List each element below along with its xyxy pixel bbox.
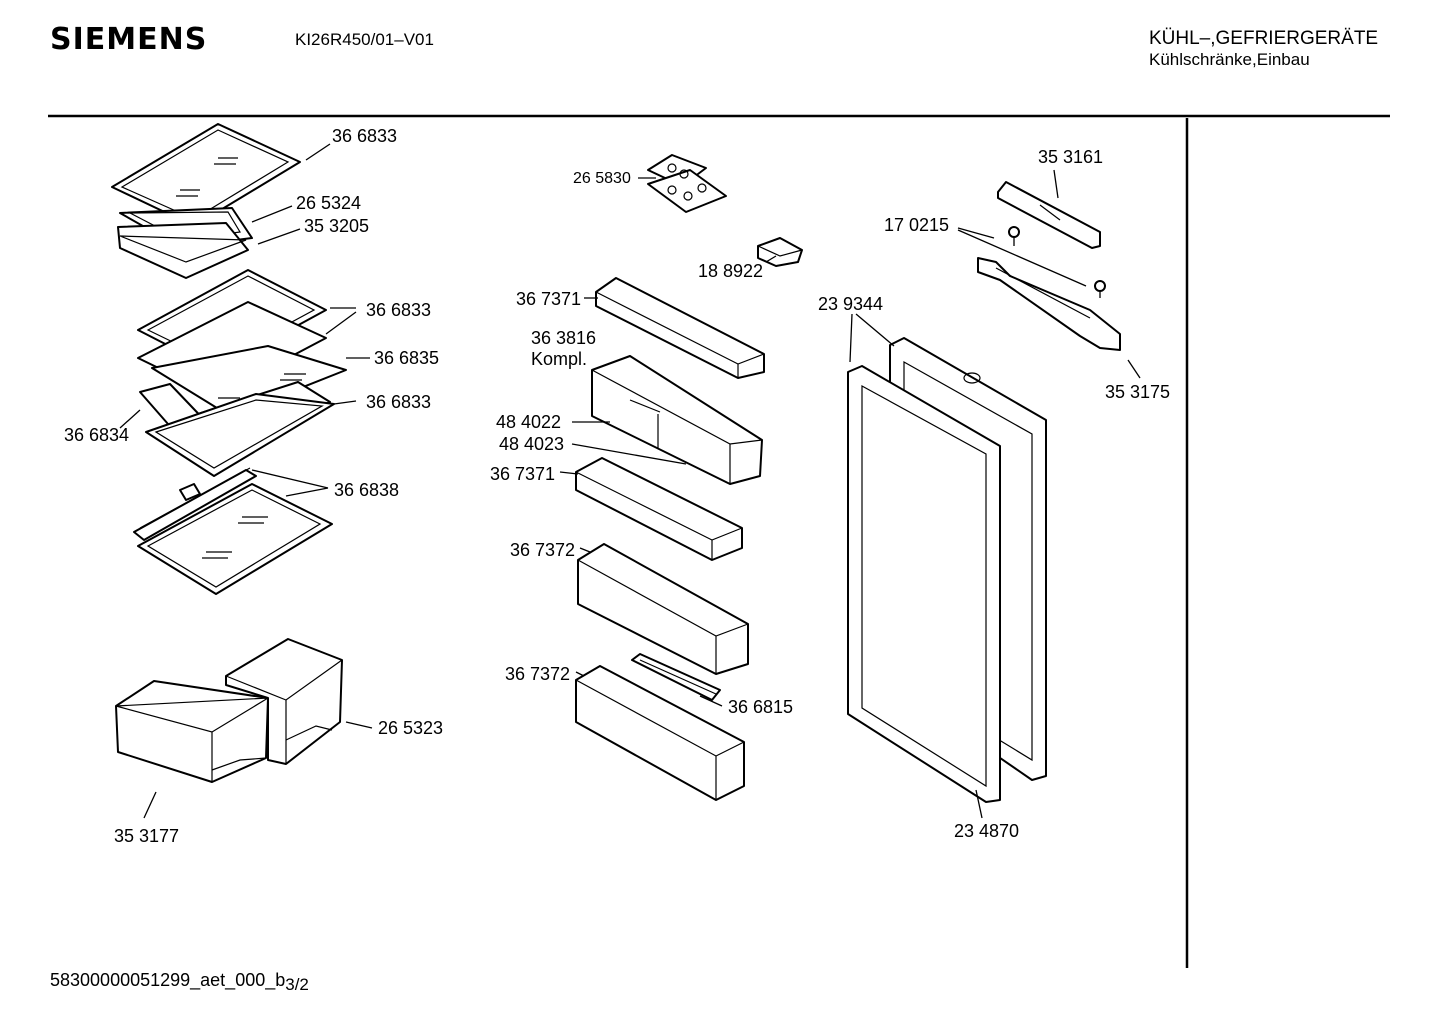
butter-dish [757, 237, 803, 267]
label-366838: 36 6838 [334, 480, 399, 500]
vegetable-drawer-small [225, 638, 343, 765]
label-366833-mid: 36 6833 [366, 300, 431, 320]
page-number: 3/2 [285, 975, 309, 994]
label-366834: 36 6834 [64, 425, 129, 445]
label-366835: 36 6835 [374, 348, 439, 368]
label-353175: 35 3175 [1105, 382, 1170, 402]
glass-shelf-with-rail [133, 467, 333, 595]
screw-170215a [1008, 226, 1020, 246]
door-handle-cover [997, 181, 1101, 249]
door-seal-234870 [847, 365, 1001, 803]
label-188922: 18 8922 [698, 261, 763, 281]
door-compartment-363816 [591, 355, 763, 485]
screw-170215b [1094, 280, 1106, 298]
label-484022: 48 4022 [496, 412, 561, 432]
hinge-bracket [977, 257, 1121, 351]
label-367372-upper: 36 7372 [510, 540, 575, 560]
leader-lines [119, 143, 1141, 819]
label-234870: 23 4870 [954, 821, 1019, 841]
model-number: KI26R450/01–V01 [295, 30, 434, 49]
glass-shelf-3 [137, 301, 347, 417]
category-subtitle: Kühlschränke,Einbau [1149, 50, 1310, 69]
door-bin-367372-upper [577, 543, 749, 675]
label-367371-mid: 36 7371 [490, 464, 555, 484]
label-353161: 35 3161 [1038, 147, 1103, 167]
label-366815: 36 6815 [728, 697, 793, 717]
label-367371-top: 36 7371 [516, 289, 581, 309]
category-title: KÜHL–,GEFRIERGERÄTE [1149, 28, 1379, 49]
label-367372-lower: 36 7372 [505, 664, 570, 684]
door-bin-367371-top [595, 277, 765, 379]
label-170215: 17 0215 [884, 215, 949, 235]
label-265324: 26 5324 [296, 193, 361, 213]
crisper-tray [117, 222, 249, 279]
egg-tray [647, 154, 727, 213]
doc-id: 58300000051299_aet_000_b [50, 970, 286, 990]
bottle-holder-366815 [631, 653, 721, 701]
vegetable-drawer-large [115, 680, 269, 783]
footer-doc-id: 58300000051299_aet_000_b3/2 [50, 970, 309, 994]
label-363816: 36 3816 [531, 328, 596, 348]
label-484023: 48 4023 [499, 434, 564, 454]
label-353177: 35 3177 [114, 826, 179, 846]
label-265323: 26 5323 [378, 718, 443, 738]
label-239344: 23 9344 [818, 294, 883, 314]
label-kompl: Kompl. [531, 349, 587, 369]
brand-logo: SIEMENS [50, 22, 208, 57]
label-265830: 26 5830 [573, 170, 631, 187]
label-353205: 35 3205 [304, 216, 369, 236]
label-366833-top: 36 6833 [332, 126, 397, 146]
label-366833-low: 36 6833 [366, 392, 431, 412]
door-bin-367371-middle [575, 457, 743, 561]
door-bin-367372-lower [575, 665, 745, 801]
